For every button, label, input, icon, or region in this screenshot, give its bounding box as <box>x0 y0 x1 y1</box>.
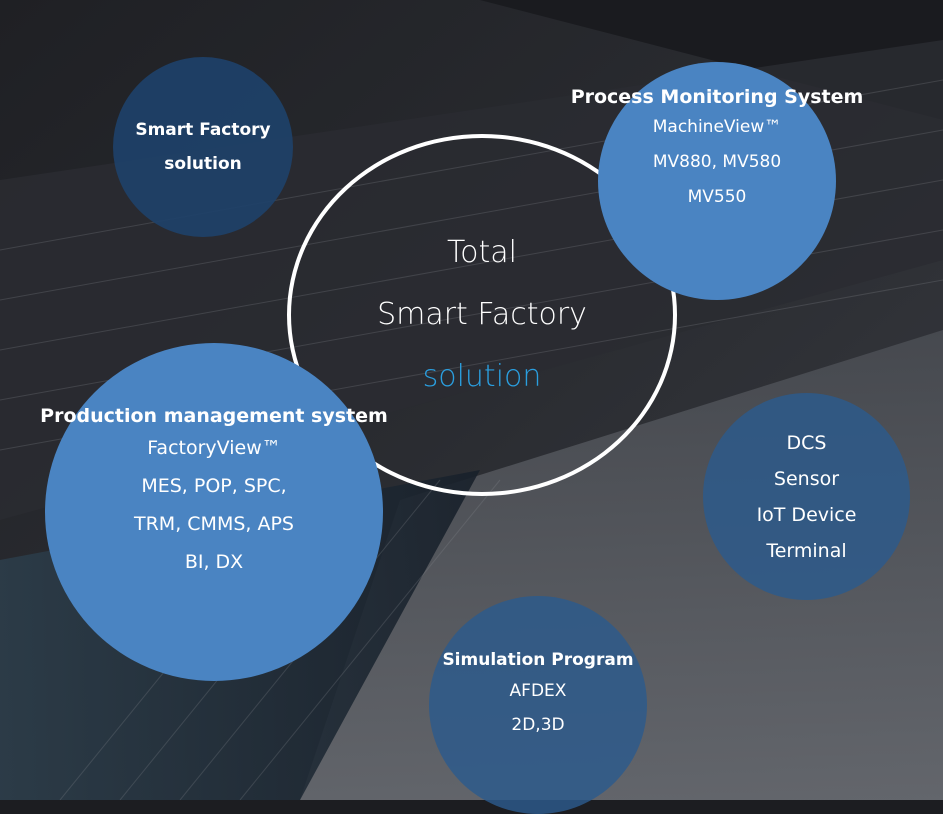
process-monitoring-item: MachineView™ <box>652 117 782 137</box>
process-monitoring-title: Process Monitoring System <box>570 86 864 108</box>
device-item: Sensor <box>773 467 840 490</box>
device-item: DCS <box>786 431 827 454</box>
simulation-program-circle: Simulation Program AFDEX 2D,3D <box>429 596 647 814</box>
smart-factory-solution-circle: Smart Factory solution <box>113 57 293 237</box>
devices-circle: DCS Sensor IoT Device Terminal <box>703 393 910 600</box>
process-monitoring-circle: Process Monitoring System MachineView™ M… <box>571 62 863 300</box>
production-management-item: MES, POP, SPC, <box>141 475 287 497</box>
production-management-circle: Production management system FactoryView… <box>40 343 388 681</box>
process-monitoring-item: MV550 <box>687 187 747 207</box>
smart-factory-label-line2: solution <box>164 154 242 174</box>
production-management-item: BI, DX <box>184 551 244 573</box>
production-management-title: Production management system <box>40 405 388 427</box>
process-monitoring-item: MV880, MV580 <box>652 152 782 172</box>
simulation-item: 2D,3D <box>511 715 565 735</box>
device-item: IoT Device <box>756 503 857 526</box>
device-item: Terminal <box>766 539 847 562</box>
smart-factory-label-line1: Smart Factory <box>135 120 271 140</box>
total-smart-factory-circle: Total Smart Factory solution <box>287 134 677 496</box>
center-line-total: Total <box>446 235 518 270</box>
center-line-smart-factory: Smart Factory <box>377 297 587 332</box>
simulation-item: AFDEX <box>509 681 567 701</box>
production-management-item: FactoryView™ <box>147 437 281 459</box>
simulation-program-title: Simulation Program <box>442 650 634 670</box>
center-line-solution: solution <box>422 359 542 394</box>
production-management-item: TRM, CMMS, APS <box>134 513 294 535</box>
